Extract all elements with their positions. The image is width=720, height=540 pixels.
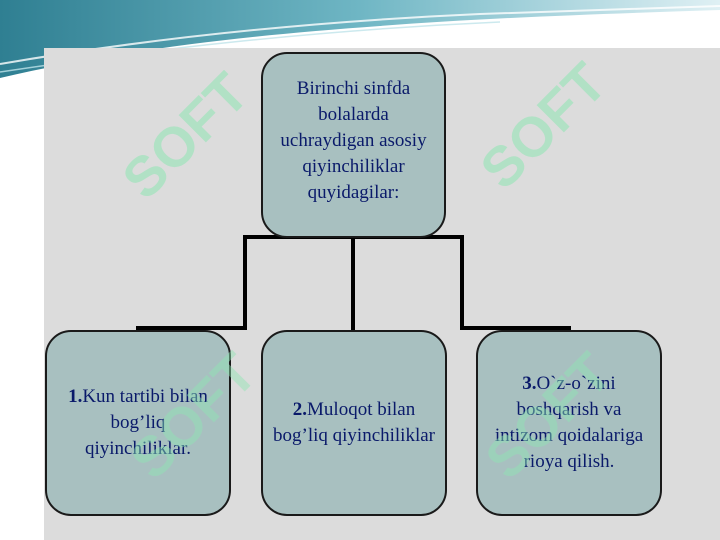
diagram-child-box-3: 3.O`z-o`zini boshqarish va intizom qoida… — [476, 330, 662, 516]
diagram-top-box: Birinchi sinfda bolalarda uchraydigan as… — [261, 52, 446, 238]
child-1-number: 1. — [68, 386, 83, 407]
diagram-child-box-1: 1.Kun tartibi bilan bog’liq qiyinchilikl… — [45, 330, 231, 516]
top-box-text: Birinchi sinfda bolalarda uchraydigan as… — [280, 78, 427, 203]
child-3-text: O`z-o`zini boshqarish va intizom qoidala… — [494, 373, 644, 472]
diagram-child-box-2: 2.Muloqot bilan bog’liq qiyinchiliklar — [261, 330, 447, 516]
child-3-number: 3. — [522, 373, 537, 394]
child-1-text: Kun tartibi bilan bog’liq qiyinchiliklar… — [82, 386, 208, 459]
child-2-text: Muloqot bilan bog’liq qiyinchiliklar — [273, 399, 436, 446]
child-2-number: 2. — [292, 399, 308, 420]
